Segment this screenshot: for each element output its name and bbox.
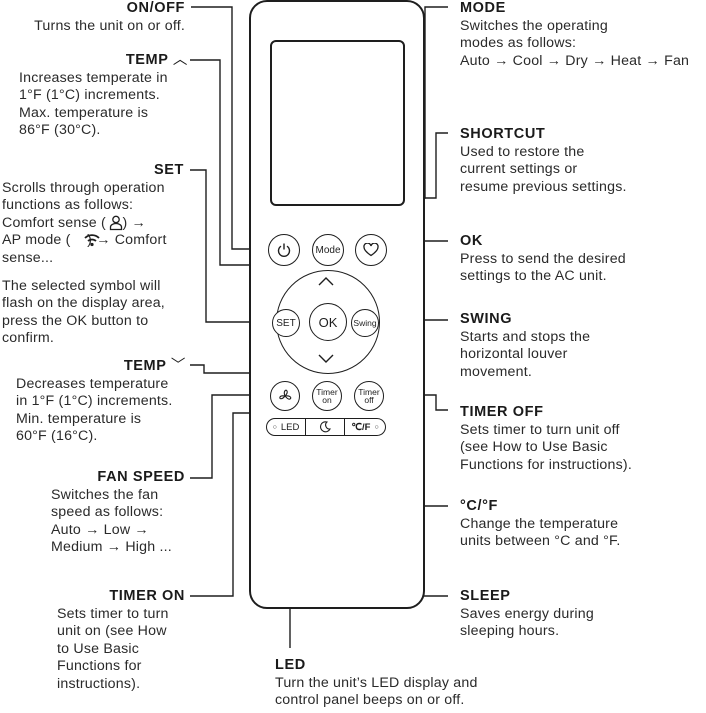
person-icon: [109, 215, 123, 231]
led-label: LED: [280, 421, 300, 433]
sleep-text: Saves energy during sleeping hours.: [460, 605, 594, 640]
label-timer-off: TIMER OFF Sets timer to turn unit off (s…: [460, 404, 632, 474]
ok-text: Press to send the desired settings to th…: [460, 250, 626, 285]
set-text-2: The selected symbol will flash on the di…: [2, 277, 165, 347]
label-fan-speed: FAN SPEED Switches the fan speed as foll…: [51, 469, 185, 557]
shortcut-title: SHORTCUT: [460, 126, 546, 142]
chevron-up-small-icon: ︿: [172, 52, 188, 68]
temp-down-title: TEMP: [123, 358, 167, 374]
timer-off-button[interactable]: Timer off: [354, 381, 384, 411]
celsius-title: °C/°F: [460, 498, 498, 514]
power-button[interactable]: [268, 234, 300, 266]
mode-text: Switches the operating modes as follows:…: [460, 17, 690, 69]
power-icon: [277, 243, 291, 257]
timer-off-title: TIMER OFF: [460, 404, 544, 420]
swing-text: Starts and stops the horizontal louver m…: [460, 328, 591, 380]
set-text: Scrolls through operation functions as f…: [2, 179, 167, 266]
temp-up-title-row: TEMP ︿: [19, 52, 188, 70]
label-shortcut: SHORTCUT Used to restore the current set…: [460, 126, 627, 196]
label-ok: OK Press to send the desired settings to…: [460, 233, 626, 286]
mode-title: MODE: [460, 0, 506, 16]
label-sleep: SLEEP Saves energy during sleeping hours…: [460, 588, 594, 641]
chevron-up-icon[interactable]: [316, 274, 336, 288]
label-temp-down: TEMP ﹀ Decreases temperature in 1°F (1°C…: [16, 358, 186, 446]
set-title: SET: [154, 162, 184, 178]
shortcut-text: Used to restore the current settings or …: [460, 143, 627, 195]
timer-on-title: TIMER ON: [109, 588, 185, 604]
timer-off-text: Sets timer to turn unit off (see How to …: [460, 421, 632, 473]
label-swing: SWING Starts and stops the horizontal lo…: [460, 311, 590, 381]
label-timer-on: TIMER ON Sets timer to turn unit on (see…: [57, 588, 185, 694]
onoff-text: Turns the unit on or off.: [34, 17, 185, 34]
temp-up-text: Increases temperate in 1°F (1°C) increme…: [19, 69, 168, 139]
mode-button[interactable]: Mode: [312, 234, 344, 266]
sleep-title: SLEEP: [460, 588, 511, 604]
fan-speed-text: Switches the fan speed as follows: Auto …: [51, 486, 172, 556]
ok-title: OK: [460, 233, 483, 249]
fan-icon: [279, 389, 292, 400]
fan-speed-title: FAN SPEED: [97, 469, 185, 485]
timer-on-button[interactable]: Timer on: [312, 381, 342, 411]
sleep-icon: [320, 421, 331, 433]
label-set: SET Scrolls through operation functions …: [2, 162, 184, 348]
celsius-text: Change the temperature units between °C …: [460, 515, 621, 550]
timer-on-text: Sets timer to turn unit on (see How to U…: [57, 605, 169, 692]
cf-label: ℃/F: [351, 421, 371, 433]
sleep-button[interactable]: [305, 418, 345, 436]
wifi-icon: [84, 234, 100, 247]
led-button[interactable]: ○ LED: [266, 418, 306, 436]
temp-down-title-row: TEMP ﹀: [16, 358, 186, 376]
set-button[interactable]: SET: [272, 309, 300, 337]
chevron-down-icon[interactable]: [316, 352, 336, 366]
onoff-title: ON/OFF: [126, 0, 185, 16]
led-text: Turn the unit’s LED display and control …: [275, 674, 478, 709]
heart-icon: [363, 243, 379, 257]
shortcut-button[interactable]: [355, 234, 387, 266]
temp-up-title: TEMP: [125, 52, 169, 68]
label-led: LED Turn the unit’s LED display and cont…: [275, 657, 478, 710]
fan-speed-button[interactable]: [270, 381, 300, 411]
led-dot-icon: ○: [272, 423, 277, 431]
label-celsius: °C/°F Change the temperature units betwe…: [460, 498, 620, 551]
led-title: LED: [275, 657, 306, 673]
celsius-fahrenheit-button[interactable]: ℃/F ○: [344, 418, 386, 436]
leader-set: [190, 169, 272, 323]
label-mode: MODE Switches the operating modes as fol…: [460, 0, 689, 70]
display-screen: [270, 40, 405, 206]
swing-title: SWING: [460, 311, 513, 327]
temp-down-text: Decreases temperature in 1°F (1°C) incre…: [16, 375, 173, 445]
ok-button[interactable]: OK: [309, 303, 347, 341]
swing-button[interactable]: Swing: [351, 309, 379, 337]
leader-fan-speed: [190, 394, 270, 479]
label-temp-up: TEMP ︿ Increases temperate in 1°F (1°C) …: [19, 52, 188, 140]
cf-dot-icon: ○: [374, 423, 379, 431]
chevron-down-small-icon: ﹀: [170, 358, 186, 374]
label-onoff: ON/OFF Turns the unit on or off.: [34, 0, 185, 35]
